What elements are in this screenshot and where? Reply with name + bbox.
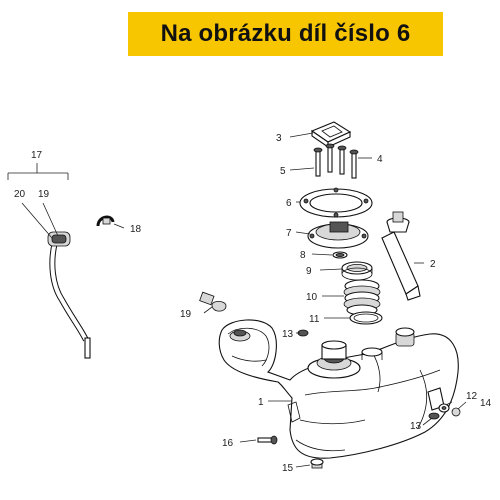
- fuel-tank: [218, 319, 459, 459]
- callout-5: 5: [280, 166, 286, 177]
- callout-17: 17: [31, 150, 43, 161]
- callout-13-lower: 13: [410, 421, 422, 432]
- hose-clamp-18: [96, 215, 115, 227]
- washer-bolt-13-lower: [428, 412, 440, 420]
- callout-18: 18: [130, 224, 142, 235]
- hose-connector: [47, 231, 71, 247]
- callout-1: 1: [258, 397, 264, 408]
- o-ring: [332, 251, 348, 259]
- callout-19-hose: 19: [38, 189, 50, 200]
- callout-19-clamp: 19: [180, 309, 192, 320]
- callout-6: 6: [286, 198, 292, 209]
- hose-clamp-11: [349, 311, 383, 325]
- callout-9: 9: [306, 266, 312, 277]
- callout-11: 11: [309, 314, 320, 325]
- highlight-banner: Na obrázku díl číslo 6: [128, 12, 443, 56]
- callout-8: 8: [300, 250, 306, 261]
- callout-4: 4: [377, 154, 383, 165]
- callout-14: 14: [480, 398, 492, 409]
- drain-plug-15: [310, 458, 324, 469]
- washer-12: [438, 403, 450, 413]
- callout-7: 7: [286, 228, 292, 239]
- callout-20: 20: [14, 189, 26, 200]
- breather-hose: [49, 220, 215, 359]
- hose-clamp-19: [211, 300, 227, 312]
- pump-flange: [307, 221, 369, 249]
- callout-3: 3: [276, 133, 282, 144]
- nut-14: [451, 407, 461, 417]
- pump-flange-on-tank: [307, 340, 361, 379]
- callout-15: 15: [282, 463, 294, 474]
- screws: [313, 143, 359, 179]
- callout-16: 16: [222, 438, 234, 449]
- filler-cap: [310, 121, 352, 149]
- gasket-ring: [299, 187, 373, 218]
- leader-lines: [7, 132, 467, 468]
- callout-12: 12: [466, 391, 478, 402]
- callout-2: 2: [430, 259, 436, 270]
- callout-10: 10: [306, 292, 318, 303]
- bolt-16: [257, 435, 278, 445]
- bellows-hose: [343, 279, 381, 316]
- fuel-level-sensor: [381, 211, 421, 301]
- callout-13-upper: 13: [282, 329, 294, 340]
- collar: [341, 261, 373, 281]
